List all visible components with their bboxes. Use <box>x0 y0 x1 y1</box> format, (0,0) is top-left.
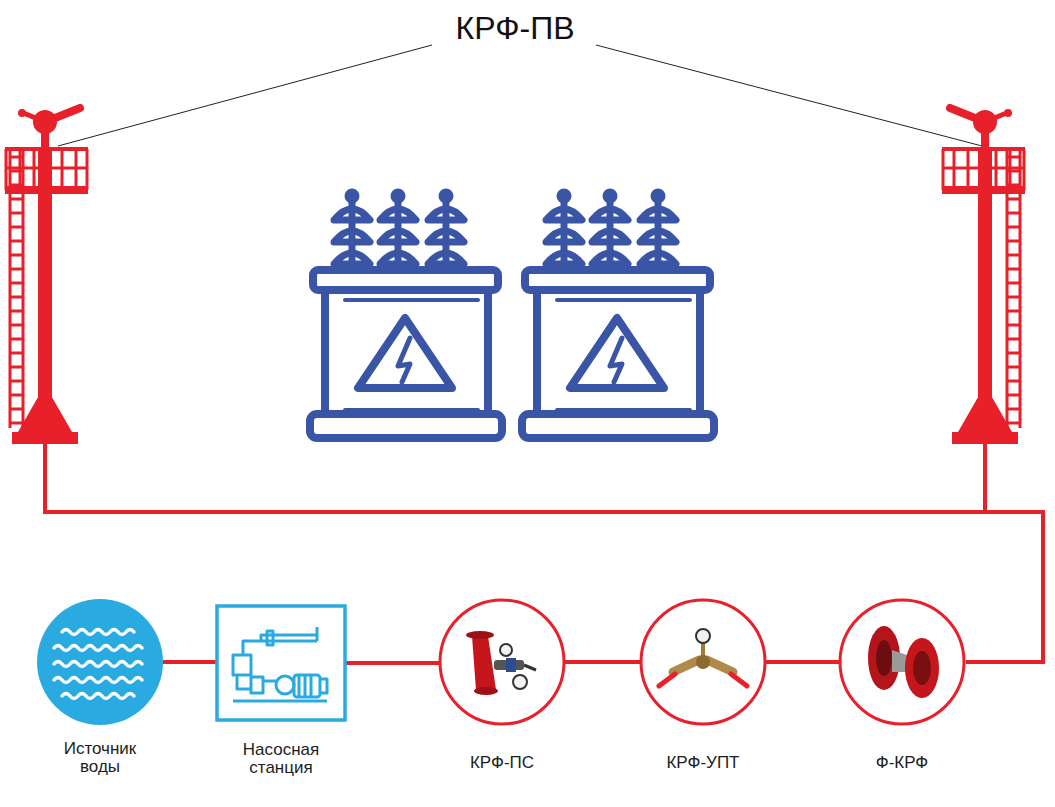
node-label: КРФ-ПС <box>432 754 572 772</box>
f-krf-circle: Ф-КРФ <box>817 598 987 772</box>
pipe-connector <box>346 661 439 665</box>
node-label: КРФ-УПТ <box>633 754 773 772</box>
node-label: Источник воды <box>50 740 150 776</box>
pipe-connector <box>565 660 640 664</box>
krf-upt-circle: КРФ-УПТ <box>618 598 788 772</box>
krf-ps-circle: КРФ-ПС <box>417 598 587 772</box>
krf-upt-circle-outline <box>638 598 768 726</box>
pipe-connector <box>766 660 839 664</box>
f-krf-circle-outline <box>837 598 967 726</box>
diagram-title: КРФ-ПВ <box>405 10 625 47</box>
pump-station-box-outline <box>214 602 348 724</box>
water-source-circle: Источник воды <box>15 598 185 776</box>
pump-station-box: Насосная станция <box>196 602 366 777</box>
krf-ps-circle-outline <box>437 598 567 726</box>
pipe-connector <box>163 660 216 664</box>
node-label: Ф-КРФ <box>832 754 972 772</box>
node-label: Насосная станция <box>225 741 337 777</box>
water-source-circle-outline <box>35 598 165 726</box>
